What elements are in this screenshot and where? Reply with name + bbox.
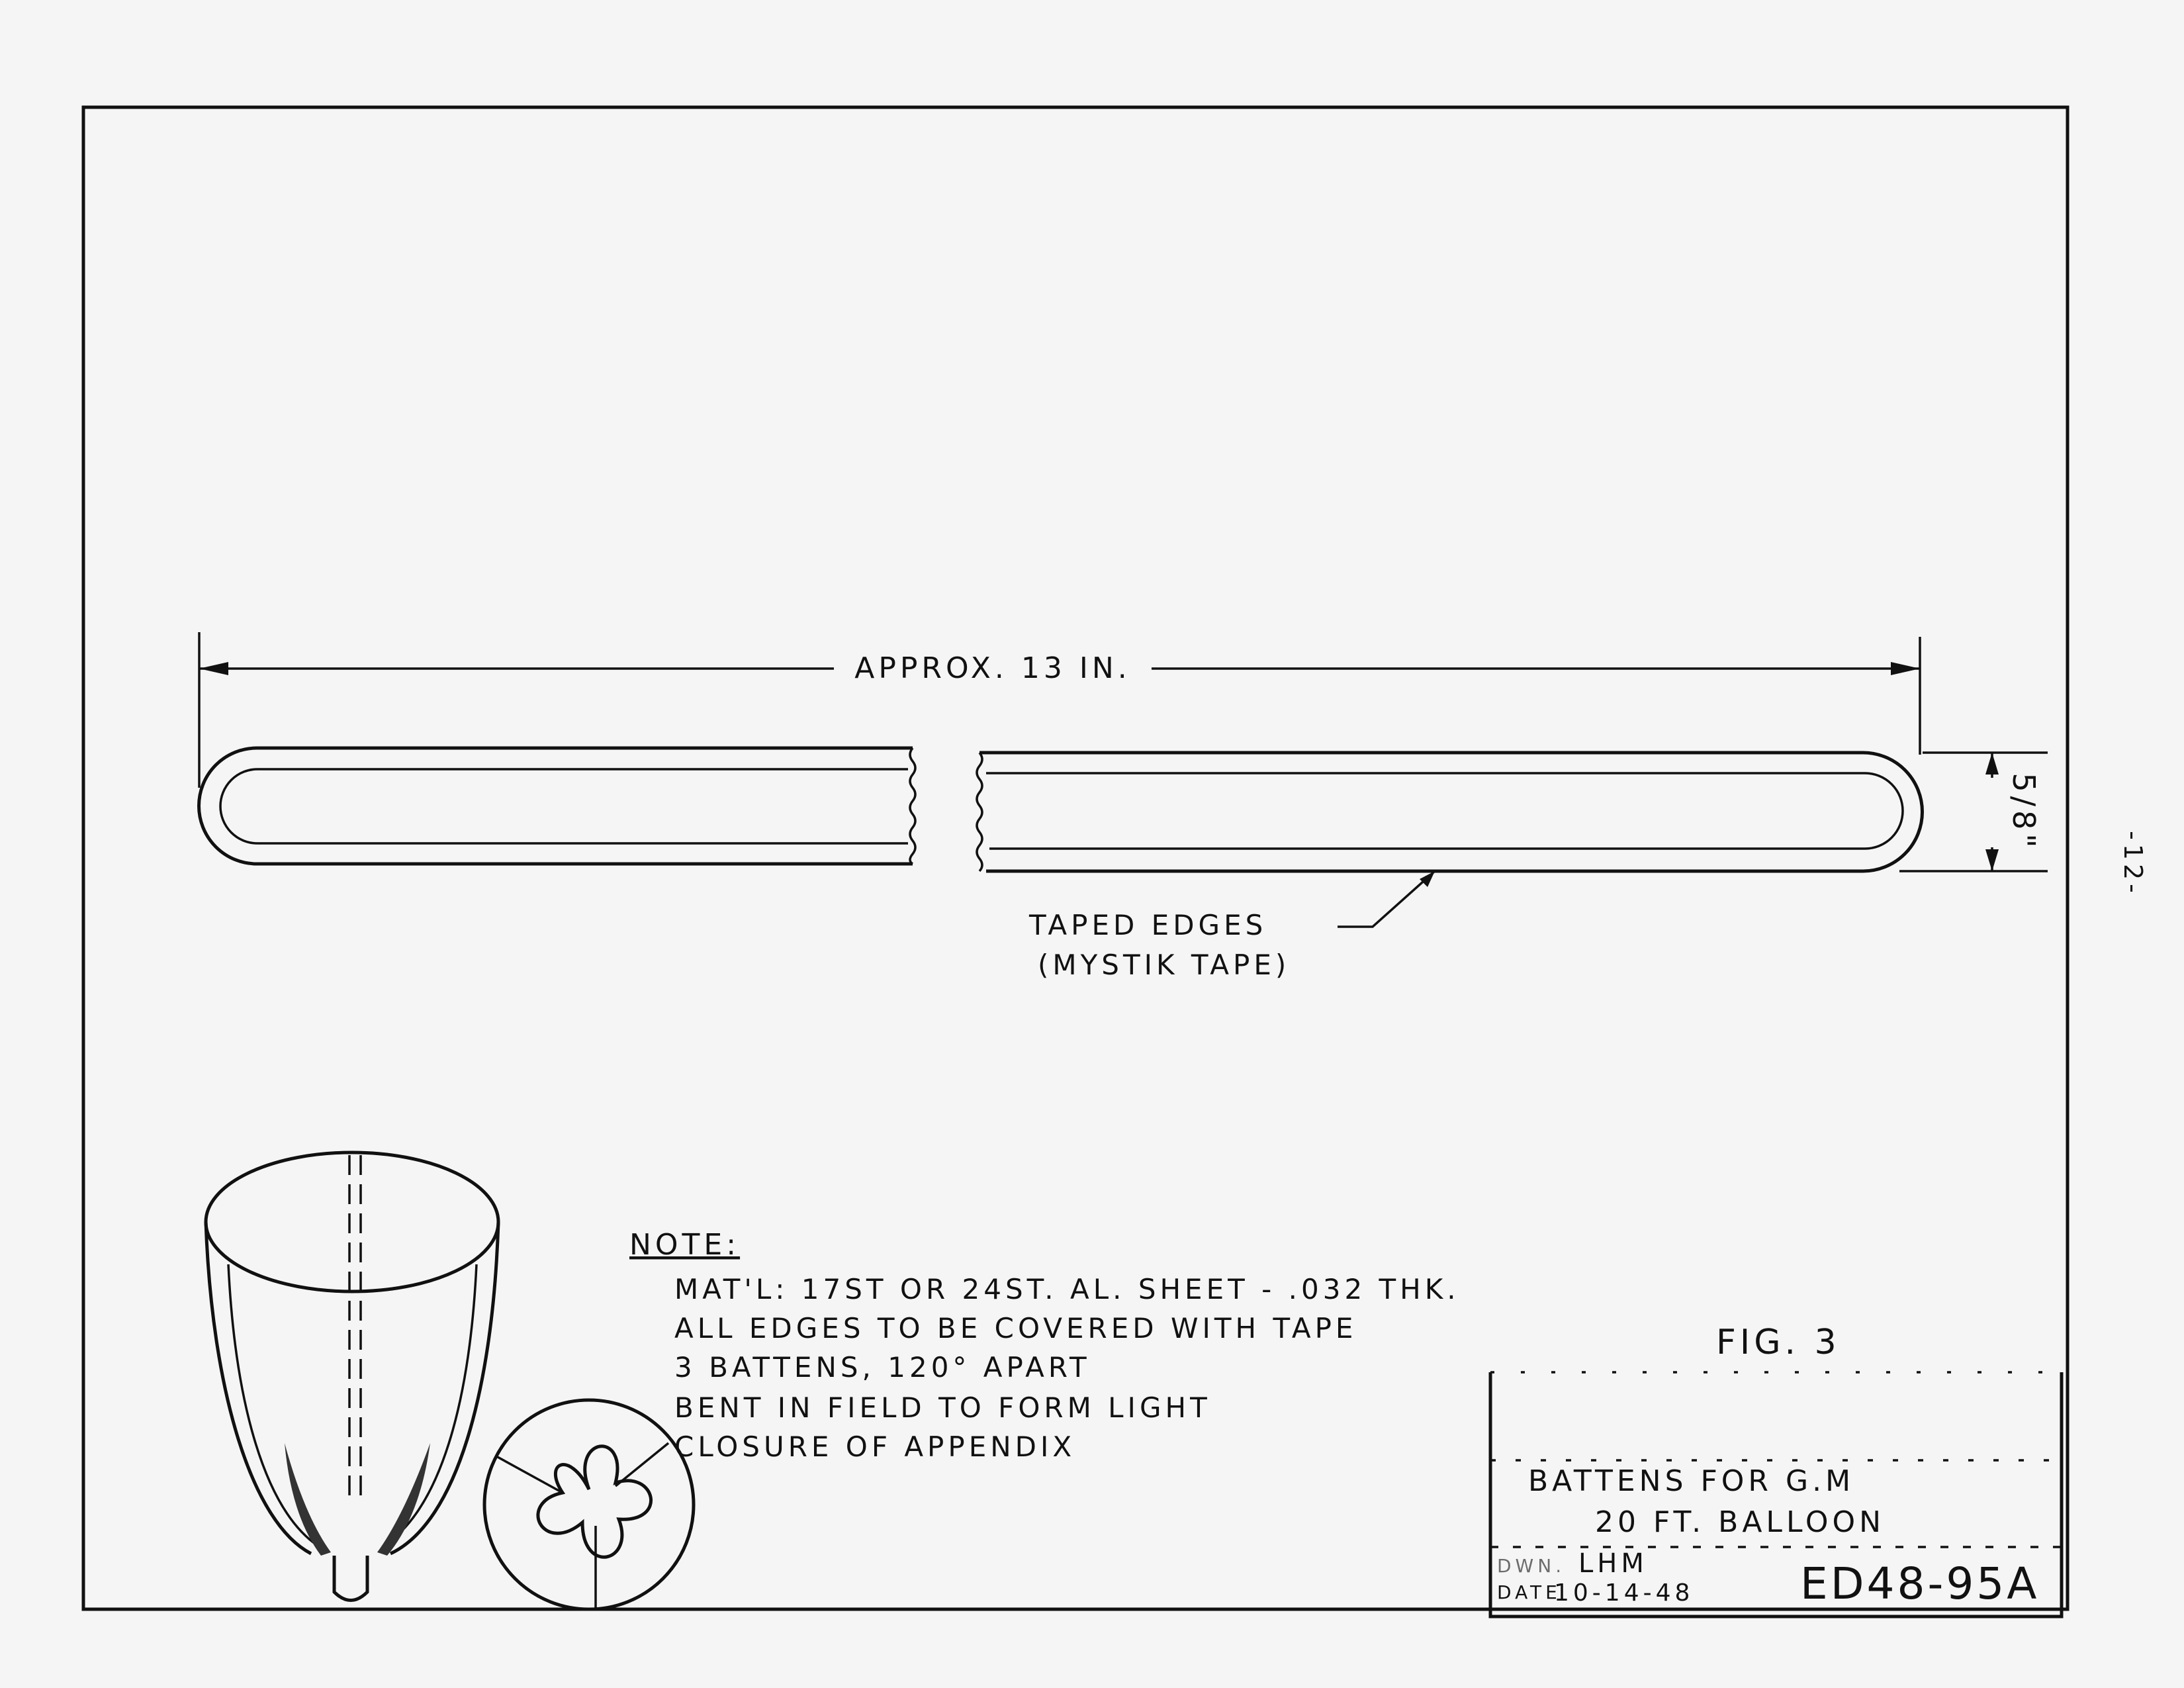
length-dimension-label: APPROX. 13 IN.	[854, 651, 1131, 685]
length-dimension: APPROX. 13 IN.	[198, 632, 1921, 788]
width-dimension-label: 5/8"	[2006, 773, 2042, 851]
drawn-by-label: DWN.	[1497, 1555, 1565, 1577]
batten-right-piece	[976, 751, 1924, 873]
taped-edges-label: TAPED EDGES	[1028, 909, 1267, 941]
drawing-border	[81, 105, 2070, 1611]
note-line: ALL EDGES TO BE COVERED WITH TAPE	[674, 1312, 1357, 1344]
figure-label: FIG. 3	[1716, 1323, 1841, 1362]
note-line: 3 BATTENS, 120° APART	[674, 1351, 1091, 1383]
taped-edges-callout: TAPED EDGES (MYSTIK TAPE)	[1028, 870, 1436, 981]
width-dimension: 5/8"	[1899, 751, 2048, 872]
mystik-tape-label: (MYSTIK TAPE)	[1038, 949, 1290, 981]
notes-block: NOTE: MAT'L: 17ST OR 24ST. AL. SHEET - .…	[629, 1228, 1460, 1463]
title-block: BATTENS FOR G.M 20 FT. BALLOON DWN. LHM …	[1488, 1371, 2064, 1618]
title-line-2: 20 FT. BALLOON	[1595, 1505, 1885, 1539]
batten-left-piece	[197, 746, 917, 866]
appendix-top-view-sketch	[482, 1398, 696, 1611]
notes-heading: NOTE:	[629, 1228, 740, 1262]
drawing-number: ED48-95A	[1800, 1558, 2039, 1609]
date: 10-14-48	[1554, 1579, 1694, 1607]
date-label: DATE	[1497, 1581, 1561, 1603]
title-line-1: BATTENS FOR G.M	[1528, 1464, 1854, 1498]
note-line: BENT IN FIELD TO FORM LIGHT	[674, 1391, 1211, 1424]
page-number: -12-	[2118, 831, 2148, 897]
appendix-cup-sketch	[204, 1150, 500, 1602]
note-line: MAT'L: 17ST OR 24ST. AL. SHEET - .032 TH…	[674, 1273, 1460, 1305]
drawn-by: LHM	[1578, 1548, 1648, 1579]
note-line: CLOSURE OF APPENDIX	[674, 1430, 1075, 1463]
